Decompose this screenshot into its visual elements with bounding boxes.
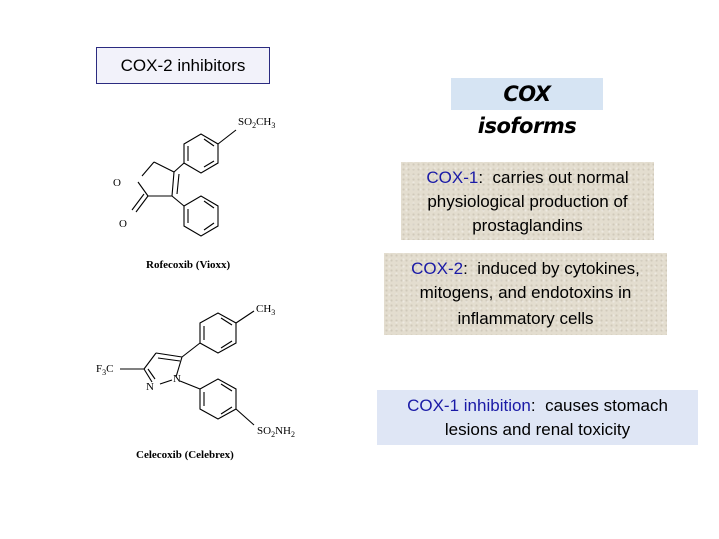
cox1-note: COX-1: carries out normal physiological … — [401, 162, 654, 240]
celecoxib-n2-label: N — [146, 381, 154, 393]
cox2-line2: mitogens, and endotoxins in — [419, 283, 632, 302]
rofecoxib-ring-oxygen-label: O — [113, 177, 121, 189]
cox1-line1: carries out normal — [492, 168, 629, 187]
rofecoxib-carbonyl-oxygen-label: O — [119, 218, 127, 230]
inhibition-note: COX-1 inhibition: causes stomach lesions… — [377, 390, 698, 445]
rofecoxib-upper-ring — [183, 133, 219, 174]
section-heading: COX isoforms — [477, 82, 577, 138]
rofecoxib-so2ch3-label: SO2CH3 — [238, 116, 276, 131]
celecoxib-caption: Celecoxib (Celebrex) — [136, 449, 234, 461]
rofecoxib-caption: Rofecoxib (Vioxx) — [146, 259, 231, 271]
celecoxib-upper-ring — [199, 312, 237, 354]
cox2-line1: induced by cytokines, — [477, 259, 640, 278]
inhibition-sep: : — [530, 396, 536, 415]
inhibition-line1: causes stomach — [545, 396, 668, 415]
celecoxib-f3c-label: F3C — [96, 363, 114, 378]
inhibition-line2: lesions and renal toxicity — [444, 420, 631, 439]
cox1-sep: : — [478, 168, 484, 187]
title-box: COX-2 inhibitors — [96, 47, 270, 84]
cox2-term: COX-2 — [411, 259, 464, 278]
heading-box: COX isoforms — [451, 78, 603, 138]
cox1-line3: prostaglandins — [472, 216, 583, 235]
cox2-line3: inflammatory cells — [457, 309, 594, 328]
rofecoxib-structure — [131, 129, 237, 237]
celecoxib-structure — [120, 310, 255, 426]
cox1-term: COX-1 — [426, 168, 479, 187]
slide-title: COX-2 inhibitors — [120, 56, 246, 75]
cox1-line2: physiological production of — [427, 192, 628, 211]
celecoxib-ch3-label: CH3 — [256, 303, 276, 318]
cox2-sep: : — [463, 259, 468, 278]
celecoxib-n1-label: N — [173, 373, 181, 385]
celecoxib-so2nh2-label: SO2NH2 — [257, 425, 295, 440]
rofecoxib-ch2-bond — [153, 161, 175, 173]
cox2-note: COX-2: induced by cytokines, mitogens, a… — [384, 253, 667, 335]
inhibition-term: COX-1 inhibition — [407, 396, 531, 415]
rofecoxib-lower-ring — [183, 195, 219, 237]
celecoxib-lower-ring — [199, 378, 237, 420]
